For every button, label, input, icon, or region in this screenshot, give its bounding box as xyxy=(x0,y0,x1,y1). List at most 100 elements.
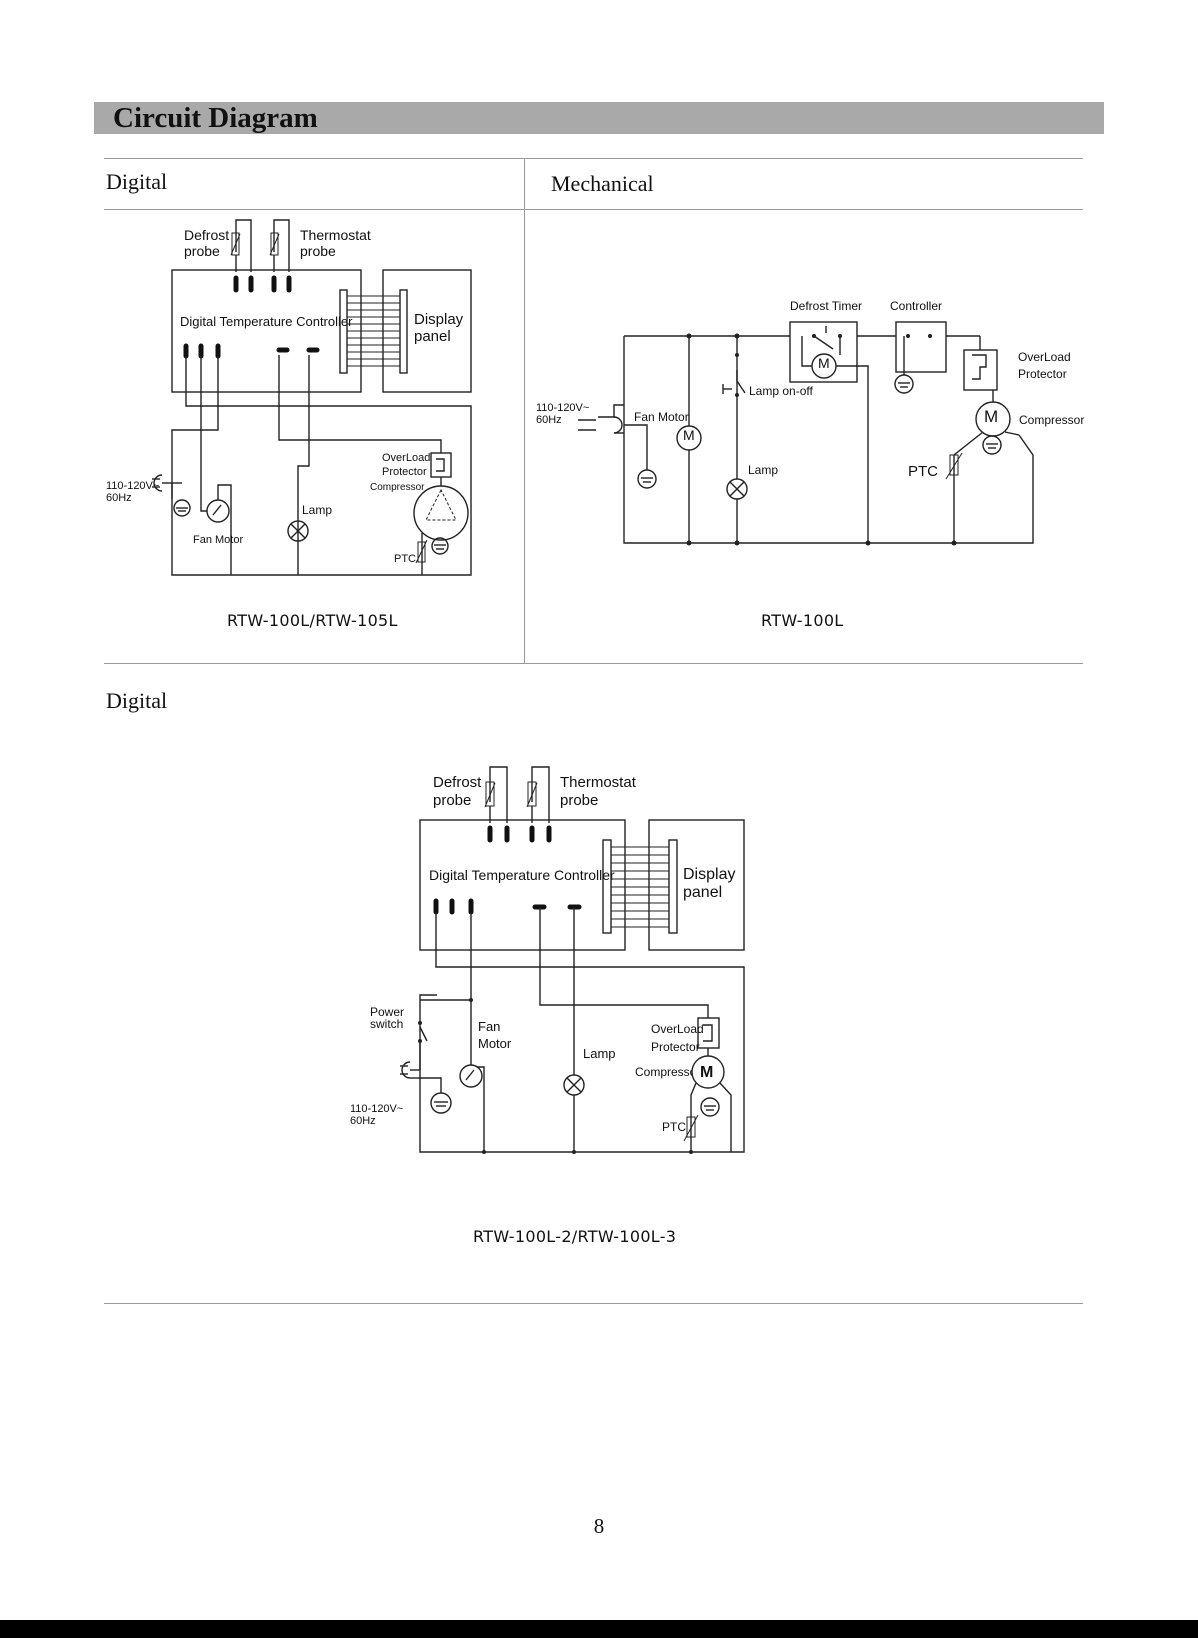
compressor-label: Compressor xyxy=(1019,413,1084,427)
defrost-timer-box xyxy=(789,321,858,383)
overload-protector-icon xyxy=(972,354,987,380)
page-number: 8 xyxy=(593,1514,605,1538)
thermostat-probe-label-1: Thermostat xyxy=(300,227,371,243)
fan-motor-icon xyxy=(459,1064,483,1088)
fan-motor-label: Fan Motor xyxy=(634,410,689,424)
lamp-label: Lamp xyxy=(302,503,332,517)
lamp-icon xyxy=(726,478,748,500)
display-label-2: panel xyxy=(683,884,722,901)
overload-protector-icon xyxy=(430,452,452,478)
circuit-diagram-digital-1: Defrost probe Thermostat probe Digital T… xyxy=(106,219,472,576)
power-switch-label-2: switch xyxy=(370,1017,403,1031)
defrost-timer-label: Defrost Timer xyxy=(790,299,862,313)
compressor-label: Compressor xyxy=(370,482,425,493)
compressor-symbol: M xyxy=(700,1064,713,1081)
ground-icon xyxy=(982,435,1002,455)
table-rule-top xyxy=(104,158,1083,159)
controller-box xyxy=(419,819,626,951)
power-plug-icon xyxy=(152,474,172,492)
compressor-icon xyxy=(413,485,469,541)
motor-label: Motor xyxy=(478,1036,512,1051)
display-label-1: Display xyxy=(414,311,464,328)
power-switch-label-1: Power xyxy=(370,1005,404,1019)
ground-icon xyxy=(431,537,449,555)
supply-label-1: 110-120V~ xyxy=(350,1103,403,1115)
power-plug-icon xyxy=(400,1061,420,1079)
thermostat-probe-label-1: Thermostat xyxy=(560,774,637,791)
lamp-switch-icon xyxy=(722,353,746,397)
overload-label-2: Protector xyxy=(651,1040,700,1054)
model-label-top-right: RTW-100L xyxy=(761,611,844,630)
ground-icon xyxy=(700,1097,720,1117)
ptc-label: PTC xyxy=(662,1120,686,1134)
lamp-icon xyxy=(287,520,309,542)
ptc-label: PTC xyxy=(908,463,938,480)
controller-label: Controller xyxy=(890,299,942,313)
lamp-icon xyxy=(563,1074,585,1096)
defrost-probe-label-1: Defrost xyxy=(433,774,482,791)
table-rule-middle xyxy=(104,663,1083,664)
controller-label: Digital Temperature Controller xyxy=(429,867,615,883)
ground-icon xyxy=(637,469,657,489)
fan-motor-icon: M xyxy=(676,425,702,451)
overload-box xyxy=(963,349,998,391)
defrost-probe-label-2: probe xyxy=(433,792,471,809)
model-label-top-left: RTW-100L/RTW-105L xyxy=(227,611,398,630)
ground-icon xyxy=(894,374,914,394)
overload-label-2: Protector xyxy=(1018,367,1067,381)
timer-motor-symbol: M xyxy=(818,355,830,371)
ribbon-cable xyxy=(347,295,400,367)
controller-box xyxy=(895,321,947,373)
bottom-band xyxy=(0,1620,1198,1638)
fan-motor-symbol: M xyxy=(683,427,695,443)
display-label-1: Display xyxy=(683,866,735,883)
lamp-switch-label: Lamp on-off xyxy=(749,384,813,398)
compressor-label: Compressor xyxy=(635,1065,700,1079)
display-panel-box xyxy=(382,269,472,393)
controller-label: Digital Temperature Controller xyxy=(180,314,353,329)
ptc-icon xyxy=(683,1114,699,1142)
section-heading-mechanical: Mechanical xyxy=(551,171,654,196)
compressor-icon: M xyxy=(975,401,1011,437)
compressor-icon: M xyxy=(691,1055,725,1089)
model-label-bottom: RTW-100L-2/RTW-100L-3 xyxy=(473,1227,677,1246)
ptc-label: PTC xyxy=(394,553,416,565)
title-bar: Circuit Diagram xyxy=(94,102,1104,134)
fan-motor-label: Fan Motor xyxy=(193,534,243,546)
display-panel-box xyxy=(648,819,745,951)
ground-icon xyxy=(430,1092,452,1114)
overload-label-1: OverLoad xyxy=(1018,350,1071,364)
ptc-icon xyxy=(945,452,963,480)
table-rule-divider xyxy=(524,158,525,663)
lamp-label: Lamp xyxy=(748,463,778,477)
circuit-diagram-mechanical: 110-120V~ 60Hz M Fan Motor Lamp on-off L… xyxy=(536,299,1084,546)
circuit-diagram-digital-2: Defrost probe Thermostat probe Digital T… xyxy=(350,766,745,1154)
timer-motor-icon: M xyxy=(811,353,837,379)
thermostat-probe-label-2: probe xyxy=(560,792,598,809)
supply-label-2: 60Hz xyxy=(106,492,132,504)
defrost-timer-switch-icon xyxy=(812,326,842,350)
lamp-label: Lamp xyxy=(583,1046,616,1061)
ground-icon xyxy=(171,483,191,517)
fan-label: Fan xyxy=(478,1019,500,1034)
table-rule-header xyxy=(104,209,1083,210)
compressor-symbol: M xyxy=(984,407,998,426)
supply-label-2: 60Hz xyxy=(536,414,562,426)
overload-label-1: OverLoad xyxy=(651,1022,704,1036)
supply-label-1: 110-120V~ xyxy=(106,480,159,492)
overload-label-1: OverLoad xyxy=(382,452,430,464)
supply-label-2: 60Hz xyxy=(350,1115,376,1127)
page-title: Circuit Diagram xyxy=(113,102,318,134)
table-rule-bottom xyxy=(104,1303,1083,1304)
section-heading-digital-top: Digital xyxy=(106,169,168,194)
power-plug-icon xyxy=(578,404,624,434)
section-heading-digital-bottom: Digital xyxy=(106,688,168,713)
supply-label-1: 110-120V~ xyxy=(536,402,589,414)
overload-label-2: Protector xyxy=(382,466,427,478)
thermostat-probe-label-2: probe xyxy=(300,243,336,259)
display-label-2: panel xyxy=(414,328,451,345)
defrost-probe-label-1: Defrost xyxy=(184,227,229,243)
defrost-probe-label-2: probe xyxy=(184,243,220,259)
ribbon-cable xyxy=(611,846,669,928)
ptc-icon xyxy=(415,539,428,564)
